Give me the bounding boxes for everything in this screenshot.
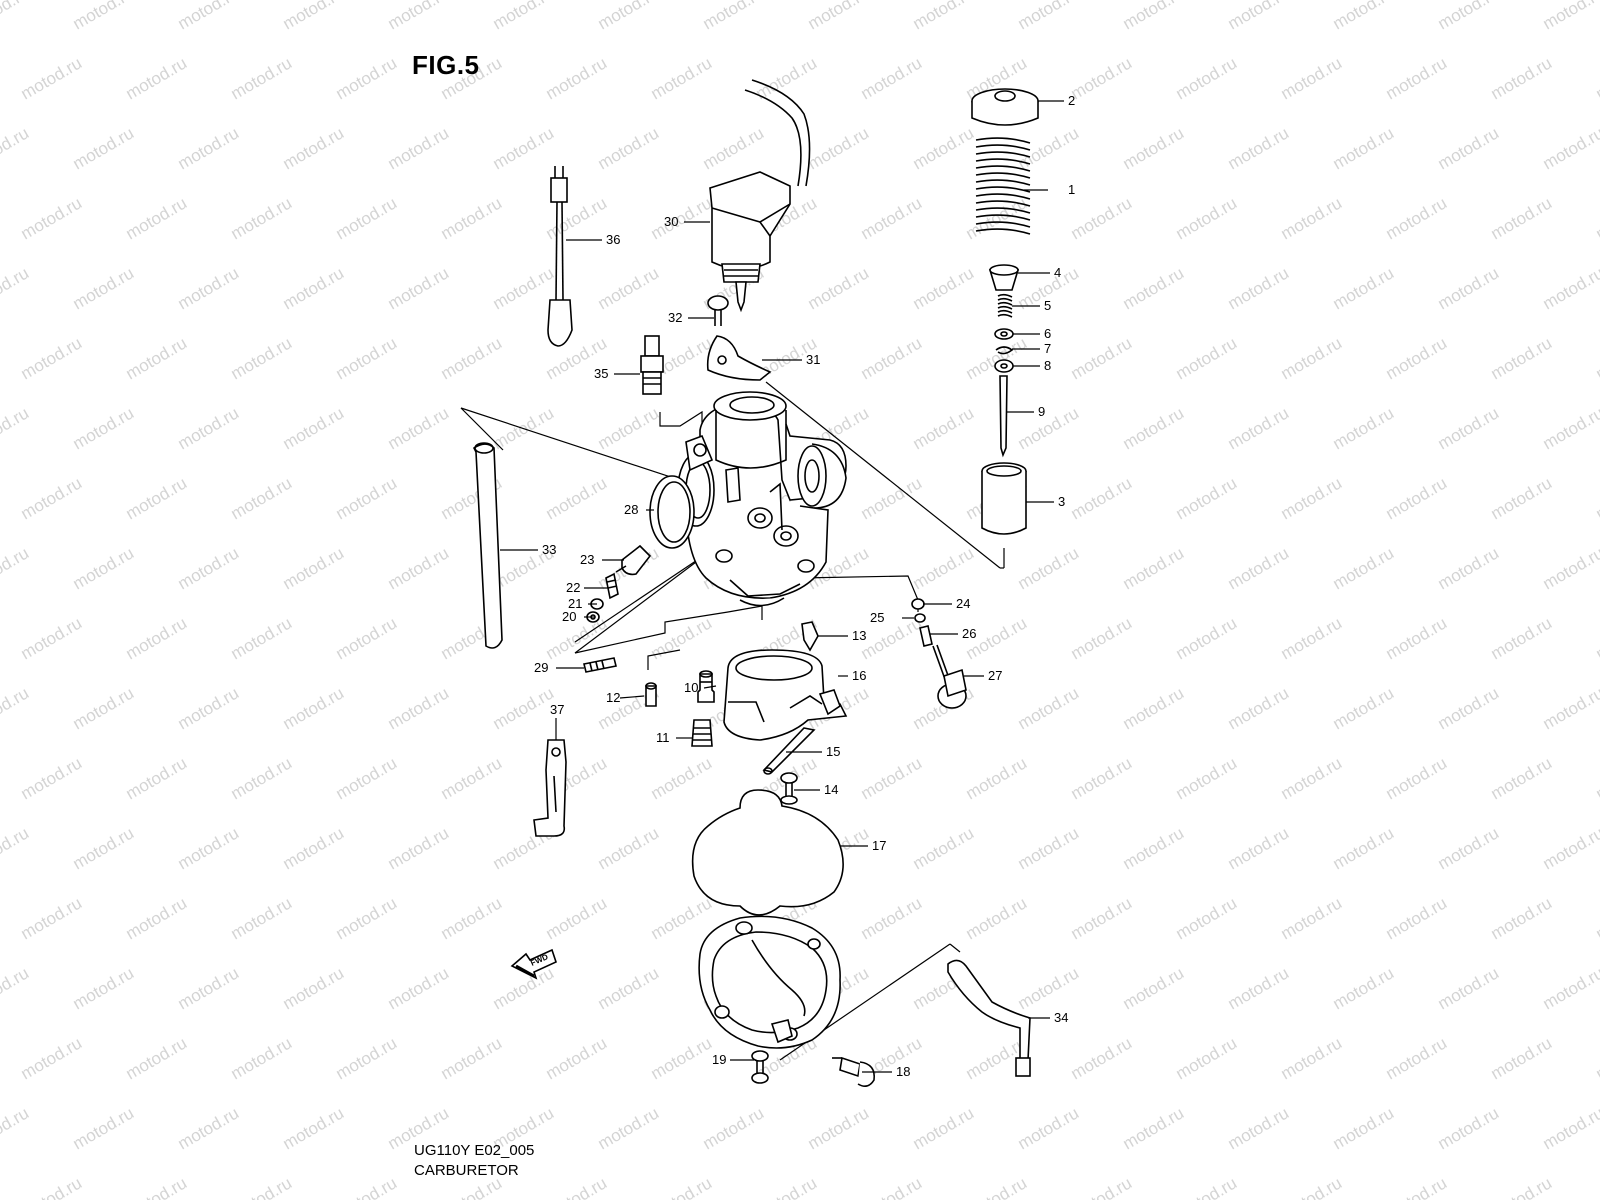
callout-2: 2 — [1068, 93, 1075, 108]
callout-34: 34 — [1054, 1010, 1068, 1025]
callout-22: 22 — [566, 580, 580, 595]
callout-24: 24 — [956, 596, 970, 611]
spring — [975, 137, 1031, 235]
float-needle — [801, 621, 819, 652]
air-jet-fitting — [640, 335, 664, 395]
plunger-screw-and-bracket — [706, 295, 772, 381]
leader-lines — [500, 100, 1064, 1073]
cap — [971, 88, 1039, 126]
float-bowl-gasket — [691, 789, 844, 916]
callout-32: 32 — [668, 310, 682, 325]
callout-13: 13 — [852, 628, 866, 643]
callout-8: 8 — [1044, 358, 1051, 373]
pilot-jet — [645, 682, 657, 707]
model-code: UG110Y E02_005 — [414, 1142, 535, 1159]
hose-left — [472, 442, 503, 649]
callout-20: 20 — [562, 609, 576, 624]
float — [723, 649, 848, 741]
callout-31: 31 — [806, 352, 820, 367]
throttle-valve — [981, 462, 1027, 535]
float-pin — [762, 727, 816, 775]
fwd-label: FWD — [529, 952, 550, 968]
gasket-ring — [649, 475, 695, 549]
mounting-bracket — [533, 739, 567, 837]
callout-15: 15 — [826, 744, 840, 759]
callout-9: 9 — [1038, 404, 1045, 419]
jet-needle — [999, 375, 1008, 458]
callout-10: 10 — [684, 680, 698, 695]
drain-screw — [751, 1050, 769, 1084]
drain-plug — [832, 1056, 876, 1088]
callout-14: 14 — [824, 782, 838, 797]
stud-bolt — [583, 657, 617, 673]
callout-23: 23 — [580, 552, 594, 567]
callout-11: 11 — [656, 730, 670, 745]
callout-37: 37 — [550, 702, 564, 717]
wire-harness — [547, 166, 573, 347]
float-bowl — [698, 915, 841, 1049]
callout-25: 25 — [870, 610, 884, 625]
callout-17: 17 — [872, 838, 886, 853]
starter-plunger — [709, 79, 811, 313]
figure-caption: CARBURETOR — [414, 1162, 519, 1179]
callout-4: 4 — [1054, 265, 1061, 280]
fwd-arrow — [510, 948, 557, 980]
needle-jet — [691, 719, 713, 747]
callout-18: 18 — [896, 1064, 910, 1079]
callout-12: 12 — [606, 690, 620, 705]
throttle-stop-screw — [911, 598, 967, 709]
callout-3: 3 — [1058, 494, 1065, 509]
callout-35: 35 — [594, 366, 608, 381]
callout-16: 16 — [852, 668, 866, 683]
callout-27: 27 — [988, 668, 1002, 683]
callout-19: 19 — [712, 1052, 726, 1067]
callout-28: 28 — [624, 502, 638, 517]
needle-holder — [988, 264, 1020, 291]
callout-6: 6 — [1044, 326, 1051, 341]
drain-hose — [947, 959, 1031, 1077]
callout-30: 30 — [664, 214, 678, 229]
small-spring — [997, 293, 1013, 318]
callout-26: 26 — [962, 626, 976, 641]
callout-1: 1 — [1068, 182, 1075, 197]
callout-7: 7 — [1044, 341, 1051, 356]
callout-29: 29 — [534, 660, 548, 675]
callout-36: 36 — [606, 232, 620, 247]
callout-33: 33 — [542, 542, 556, 557]
callout-21: 21 — [568, 596, 582, 611]
callout-5: 5 — [1044, 298, 1051, 313]
carburetor-body — [677, 391, 847, 607]
figure-title: FIG.5 — [412, 50, 480, 80]
